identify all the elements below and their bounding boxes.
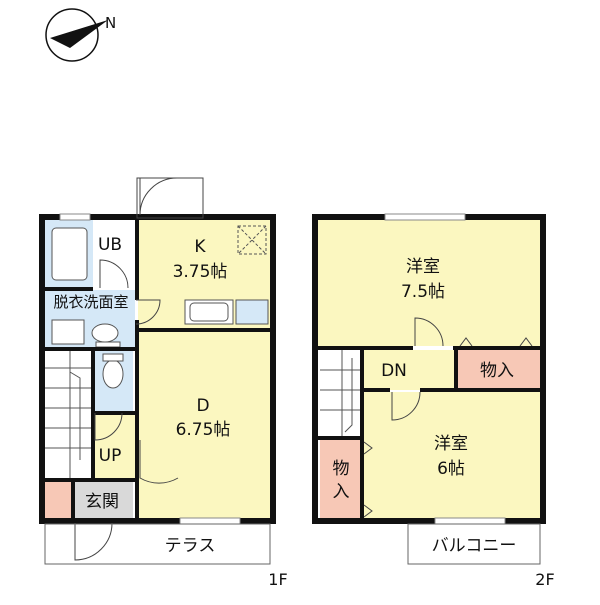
dining-name: D (196, 396, 209, 416)
western2-name: 洋室 (434, 434, 468, 454)
walls-1f (39, 214, 276, 524)
toilet-icon (102, 359, 124, 389)
genkan-fill (73, 482, 133, 518)
stairs-up-label: UP (99, 446, 122, 466)
shoe-storage-fill (45, 482, 73, 518)
western1-name: 洋室 (406, 257, 440, 277)
floor-2: 洋室 7.5帖 DN 物入 物 入 洋室 6帖 バルコニー 2F (312, 213, 555, 589)
toilet-tank (102, 353, 124, 362)
western1-fill (318, 220, 540, 346)
dining-size: 6.75帖 (176, 420, 231, 440)
inner-walls-1f (42, 217, 273, 521)
storage1-fill (458, 350, 540, 388)
genkan-label: 玄関 (85, 492, 119, 512)
stove-counter (235, 299, 269, 325)
hall-fill (93, 414, 135, 480)
compass-icon: N (45, 8, 116, 62)
ub-label: UB (98, 235, 122, 255)
terrace-label: テラス (165, 536, 216, 556)
western1-size: 7.5帖 (401, 282, 445, 302)
stairs-down-icon (320, 350, 362, 438)
stairs-2f-fill (320, 350, 362, 438)
western2-size: 6帖 (437, 459, 465, 479)
balcony-outline (407, 523, 541, 565)
stairs-up-icon (45, 350, 93, 478)
compass-label: N (105, 14, 116, 32)
floor-2-label: 2F (535, 570, 554, 589)
bathtub-icon (51, 227, 88, 281)
dressing-label: 脱衣洗面室 (53, 293, 128, 311)
floor-1-label: 1F (268, 570, 287, 589)
western2-fill (364, 392, 540, 518)
kitchen-name: K (194, 237, 206, 257)
stairs-down-label: DN (381, 361, 407, 381)
washer-icon (51, 319, 85, 345)
doors-1f (74, 177, 204, 561)
storage2-label-char1: 物 (333, 459, 350, 479)
stairs-fill (45, 350, 93, 478)
storage1-label: 物入 (480, 361, 514, 381)
floor-1: UB K 3.75帖 脱衣洗面室 D 6.75帖 UP 玄関 テラス 1F (39, 177, 288, 589)
storage2-label-char2: 入 (333, 482, 350, 502)
washbasin-icon (91, 323, 119, 343)
sink-icon (189, 302, 229, 322)
balcony-label: バルコニー (432, 536, 517, 556)
terrace-outline (44, 523, 271, 565)
storage2-fill (320, 440, 362, 518)
washbasin-counter (95, 341, 121, 348)
hall-2f-fill (362, 350, 456, 390)
inner-walls-2f (315, 346, 543, 521)
kitchen-size: 3.75帖 (173, 262, 228, 282)
dining-fill (138, 332, 270, 518)
fridge-space-icon (237, 225, 267, 255)
doors-2f (363, 317, 533, 518)
storage2-label-group: 物 入 (333, 459, 350, 502)
